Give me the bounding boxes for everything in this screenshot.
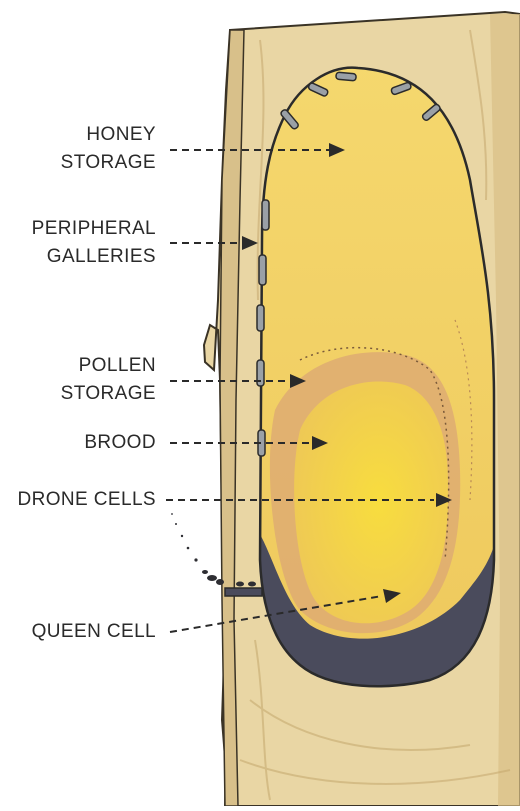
label-honey-storage: HONEY STORAGE bbox=[61, 121, 156, 177]
label-pollen-storage-line2: STORAGE bbox=[61, 380, 156, 408]
label-pollen-storage-line1: POLLEN bbox=[61, 352, 156, 380]
label-peripheral-galleries-line1: PERIPHERAL bbox=[32, 215, 156, 243]
entrance-hole bbox=[225, 588, 262, 596]
label-honey-storage-line1: HONEY bbox=[61, 121, 156, 149]
label-pollen-storage: POLLEN STORAGE bbox=[61, 352, 156, 408]
label-honey-storage-line2: STORAGE bbox=[61, 149, 156, 177]
label-queen-cell: QUEEN CELL bbox=[32, 618, 156, 646]
label-peripheral-galleries-line2: GALLERIES bbox=[32, 243, 156, 271]
label-drone-cells: DRONE CELLS bbox=[18, 486, 157, 514]
brood-area bbox=[294, 381, 448, 623]
label-peripheral-galleries: PERIPHERAL GALLERIES bbox=[32, 215, 156, 271]
label-brood: BROOD bbox=[84, 429, 156, 457]
